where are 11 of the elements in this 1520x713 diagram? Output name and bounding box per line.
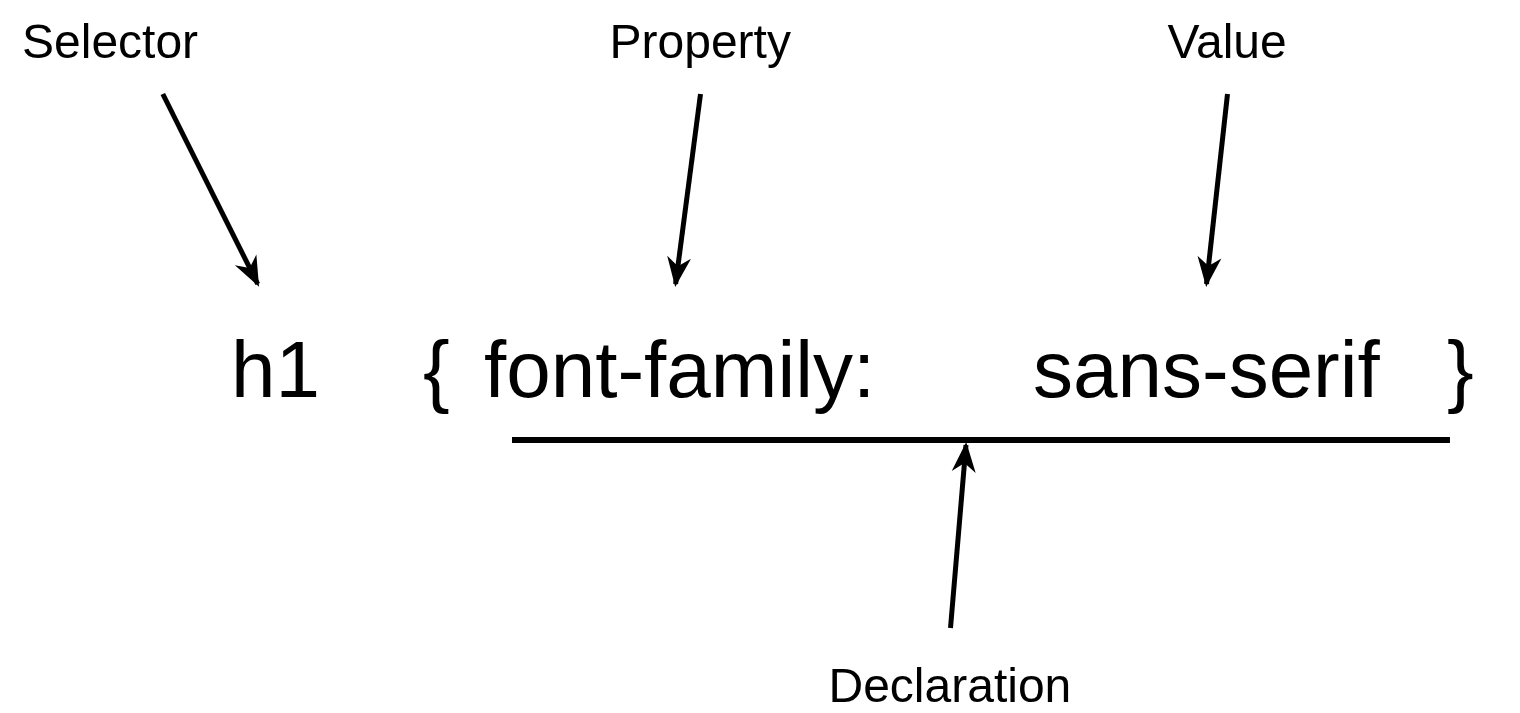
arrow [667,93,703,287]
arrow [160,92,260,287]
selector-code: h1 [231,330,320,410]
arrow [948,442,976,629]
underline-bar [512,437,1450,443]
value-label: Value [1167,18,1287,66]
property-label: Property [609,18,791,66]
declaration-label: Declaration [828,662,1072,710]
arrow [1197,93,1230,287]
value-code: sans-serif [1033,330,1380,410]
selector-label: Selector [22,18,199,66]
